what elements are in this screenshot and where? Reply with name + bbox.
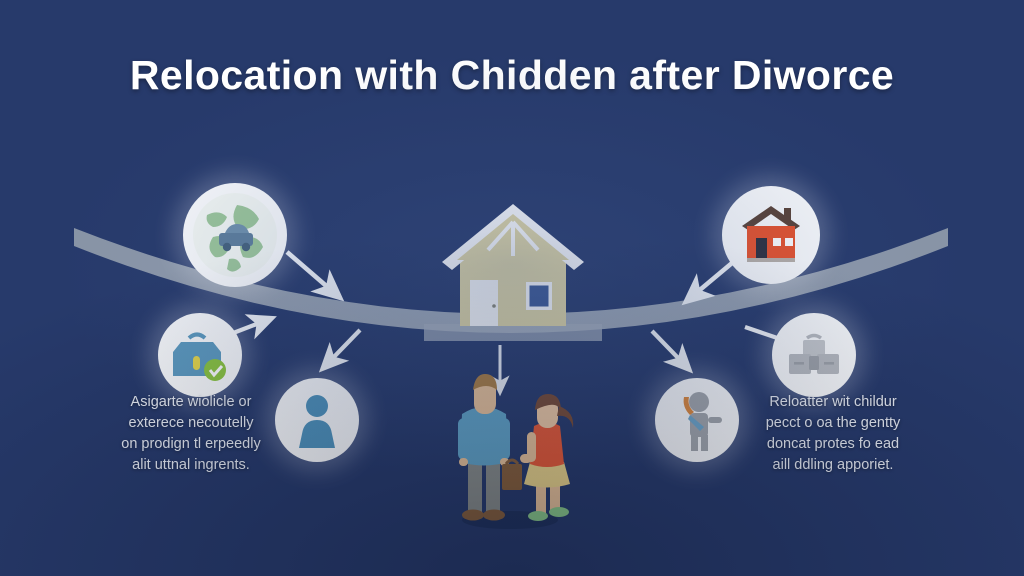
house-door-icon [756,238,767,260]
luggage-handle [805,333,823,340]
red-house-bubble[interactable] [722,186,820,284]
page-title: Relocation with Chidden after Diworce [129,52,895,98]
girl-figure [520,394,574,521]
right-caption-line-3: doncat protes fo ead [766,436,900,452]
left-caption-line-2: exterece necoutelly [128,415,254,431]
globe-car-bubble[interactable] [183,183,287,287]
girl-shoe-right [549,507,569,517]
left-caption-line-3: on prodign tl erpeedly [121,436,261,452]
window-pane [529,285,549,307]
right-caption-line-2: pecct o oa the gentty [765,415,901,431]
door-knob-icon [492,304,496,308]
left-caption-line-4: alit uttnal ingrents. [132,457,250,473]
sash-icon [688,415,704,431]
arrow-arc-to-waving-person [650,329,694,374]
boy-bag [502,464,522,490]
person-avatar-bubble[interactable] [275,378,359,462]
avatar-body [299,420,335,448]
avatar-head [306,395,328,417]
ground-band [424,324,602,341]
boy-shoe-right [483,509,505,521]
children-illustration [432,362,592,537]
luggage-top [803,340,825,356]
waving-head [689,392,709,412]
blue-bag-with-check-icon [173,332,226,381]
arrow-arc-to-avatar [318,328,362,373]
person-waving-icon [683,392,722,451]
car-icon [219,224,253,252]
blue-bag-bubble[interactable] [158,313,242,397]
chimney-icon [784,208,791,220]
bag-handle [187,332,207,340]
waving-arm-right [708,417,722,423]
children-svg [458,374,574,529]
house-door [470,280,498,326]
arrow-globe-to-arc [285,250,345,302]
girl-shoe-left [528,511,548,521]
luggage-center [809,356,819,370]
right-caption: Reloatter wit childur pecct o oa the gen… [738,392,928,476]
girl-hair [535,394,561,411]
girl-ponytail [557,406,574,428]
house-svg [424,204,602,341]
right-caption-line-4: aill ddling apporiet. [772,457,894,473]
center-house-illustration [424,196,602,346]
boy-sweater [460,407,508,466]
red-house-icon [742,206,800,262]
girl-skirt [524,462,570,488]
person-waving-bubble[interactable] [655,378,739,462]
right-caption-line-1: Reloatter wit childur [769,394,897,410]
left-caption: Asigarte wiolicle or exterece necoutelly… [96,392,286,476]
left-caption-line-1: Asigarte wiolicle or [130,394,252,410]
check-icon [208,365,224,378]
waving-arm-raised [683,397,694,415]
boy-figure [458,374,522,521]
gray-luggage-icon [789,333,839,374]
globe-with-car-icon [193,193,277,277]
gray-luggage-bubble[interactable] [772,313,856,397]
check-badge [204,359,226,381]
person-avatar-icon [299,395,335,448]
girl-top [530,422,564,467]
swoosh-arc [74,228,948,333]
bag-clasp [193,356,200,370]
gable-truss [486,220,540,256]
boy-shoe-left [462,509,484,521]
